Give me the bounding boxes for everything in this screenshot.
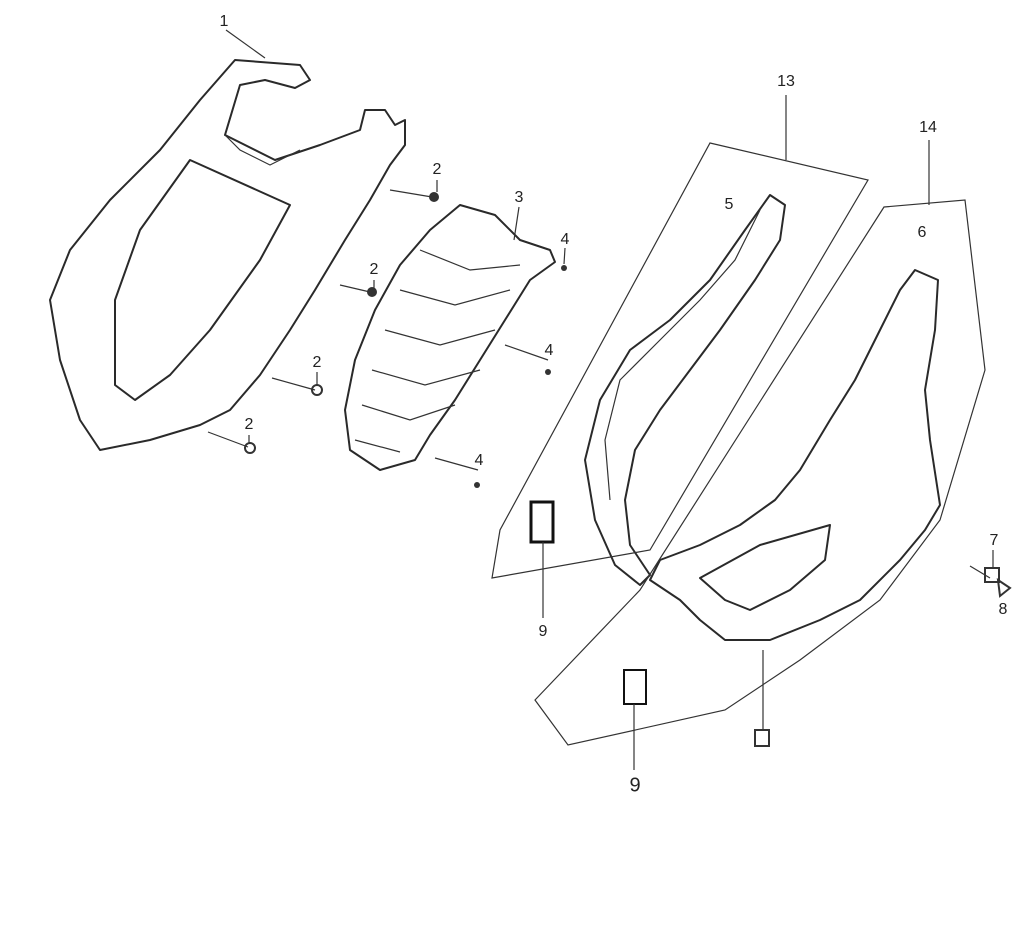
- callout-4: 4: [544, 342, 554, 359]
- callout-7: 7: [989, 532, 999, 549]
- callout-14: 14: [919, 119, 937, 136]
- part-5-frame: [584, 194, 786, 586]
- callout-4: 4: [474, 452, 484, 469]
- callout-9: 9: [629, 774, 641, 797]
- part-3-grille: [344, 204, 556, 471]
- callout-6: 6: [917, 224, 927, 241]
- screws: [207, 189, 1012, 747]
- callout-4: 4: [560, 231, 570, 248]
- callout-5: 5: [724, 196, 734, 213]
- part-9-sticker-b: [623, 669, 647, 705]
- callout-2: 2: [432, 161, 442, 178]
- callout-9: 9: [538, 623, 548, 640]
- part-9-sticker-a: [529, 500, 555, 544]
- callout-2: 2: [312, 354, 322, 371]
- part-6-frame: [649, 269, 941, 641]
- callout-2: 2: [244, 416, 254, 433]
- callout-13: 13: [777, 73, 795, 90]
- callout-8: 8: [998, 601, 1008, 618]
- assembly-13-outline: [491, 142, 869, 579]
- part-1-front-cover: [49, 59, 406, 451]
- callout-2: 2: [369, 261, 379, 278]
- leader-lines: [225, 29, 994, 770]
- assembly-14-outline: [534, 199, 986, 746]
- callout-3: 3: [514, 189, 524, 206]
- callout-1: 1: [219, 13, 229, 30]
